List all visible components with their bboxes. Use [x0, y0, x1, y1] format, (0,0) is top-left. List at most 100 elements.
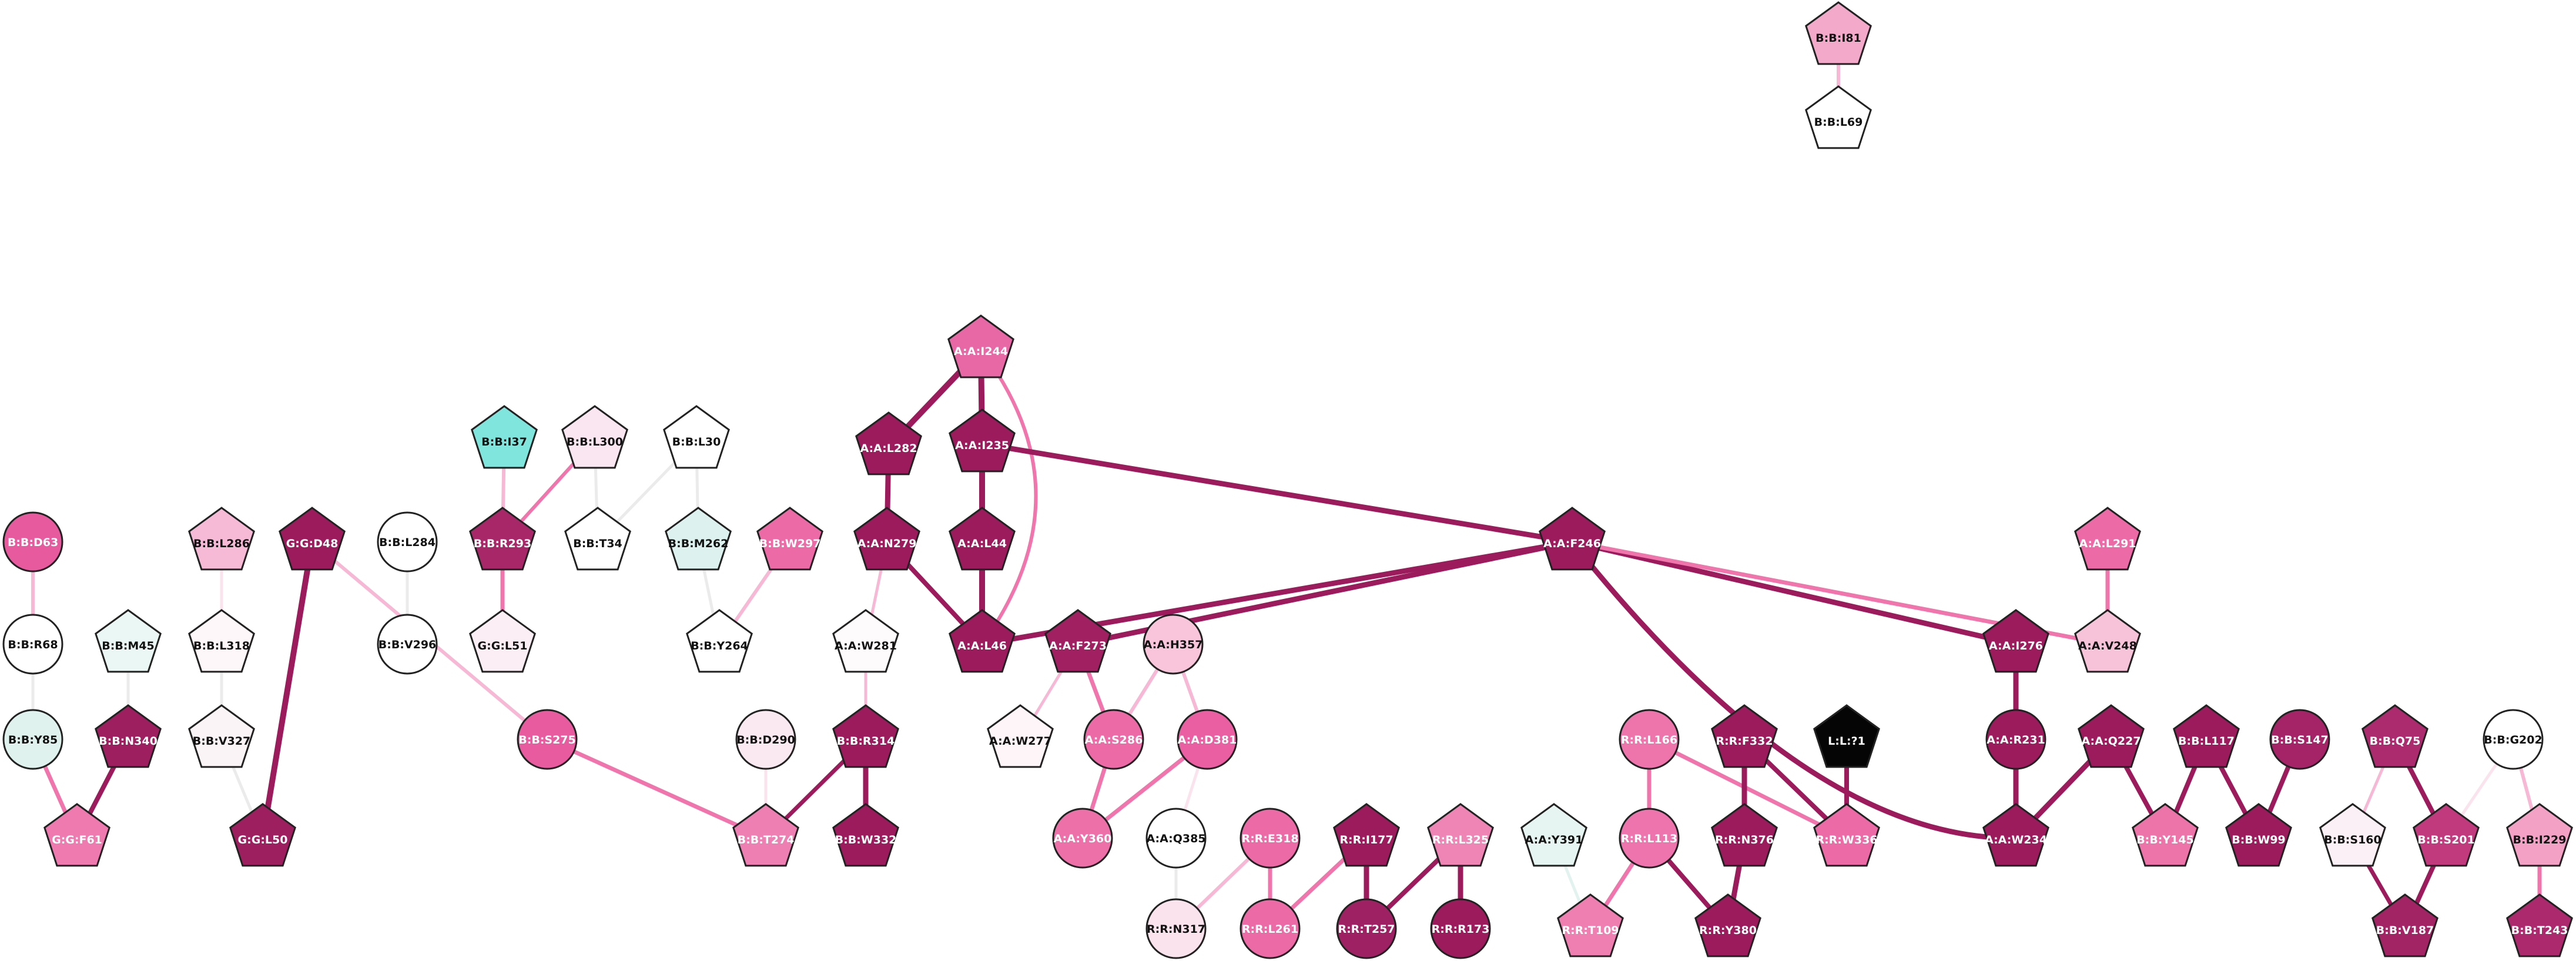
pentagon-node-shape: [469, 609, 536, 673]
node-b-b-l300[interactable]: B:B:L300: [561, 405, 628, 469]
pentagon-node-shape: [471, 405, 538, 469]
node-r-r-l261[interactable]: R:R:L261: [1240, 898, 1301, 959]
edge-r-r-l166--r-r-w336: [1647, 737, 1849, 841]
node-b-b-l117[interactable]: B:B:L117: [2173, 704, 2240, 768]
pentagon-node-shape: [663, 405, 730, 469]
node-b-b-s160[interactable]: B:B:S160: [2319, 803, 2386, 867]
pentagon-node-shape: [2225, 803, 2292, 867]
node-a-a-w277[interactable]: A:A:W277: [987, 704, 1054, 768]
node-r-r-t109[interactable]: R:R:T109: [1557, 893, 1624, 957]
node-a-a-i276[interactable]: A:A:I276: [1982, 609, 2049, 673]
node-b-b-l69[interactable]: B:B:L69: [1805, 85, 1872, 149]
circle-node-shape: [1619, 808, 1680, 869]
node-a-a-y360[interactable]: A:A:Y360: [1052, 808, 1113, 869]
node-b-b-w297[interactable]: B:B:W297: [756, 507, 823, 571]
node-a-a-i244[interactable]: A:A:I244: [947, 314, 1014, 379]
node-b-b-q75[interactable]: B:B:Q75: [2361, 704, 2428, 768]
node-a-a-i235[interactable]: A:A:I235: [949, 408, 1016, 473]
node-b-b-d290[interactable]: B:B:D290: [735, 709, 796, 770]
node-a-a-l291[interactable]: A:A:L291: [2074, 507, 2141, 571]
node-b-b-d63[interactable]: B:B:D63: [2, 511, 63, 572]
pentagon-node-shape: [756, 507, 823, 571]
node-g-g-l51[interactable]: G:G:L51: [469, 609, 536, 673]
node-b-b-s147[interactable]: B:B:S147: [2269, 709, 2330, 770]
circle-node-shape: [2, 709, 63, 770]
node-a-a-q385[interactable]: A:A:Q385: [1145, 808, 1207, 869]
node-b-b-w332[interactable]: B:B:W332: [832, 803, 899, 867]
node-b-b-n340[interactable]: B:B:N340: [95, 704, 162, 768]
circle-node-shape: [1052, 808, 1113, 869]
node-b-b-g202[interactable]: B:B:G202: [2483, 709, 2544, 770]
node-r-r-l325[interactable]: R:R:L325: [1427, 803, 1494, 867]
node-g-g-f61[interactable]: G:G:F61: [43, 803, 110, 867]
node-b-b-y85[interactable]: B:B:Y85: [2, 709, 63, 770]
node-l-l-1[interactable]: L:L:?1: [1813, 704, 1880, 768]
node-b-b-w99[interactable]: B:B:W99: [2225, 803, 2292, 867]
node-g-g-d48[interactable]: G:G:D48: [279, 507, 346, 571]
node-b-b-y145[interactable]: B:B:Y145: [2132, 803, 2199, 867]
node-b-b-r68[interactable]: B:B:R68: [2, 614, 63, 675]
circle-node-shape: [2269, 709, 2330, 770]
node-a-a-y391[interactable]: A:A:Y391: [1520, 803, 1587, 867]
pentagon-node-shape: [188, 609, 255, 673]
node-b-b-l286[interactable]: B:B:L286: [188, 507, 255, 571]
node-a-a-h357[interactable]: A:A:H357: [1143, 614, 1204, 675]
pentagon-node-shape: [2371, 893, 2438, 957]
node-r-r-r173[interactable]: R:R:R173: [1430, 898, 1491, 959]
node-a-a-n279[interactable]: A:A:N279: [853, 507, 920, 571]
pentagon-node-shape: [2506, 893, 2573, 957]
pentagon-node-shape: [2132, 803, 2199, 867]
node-b-b-i229[interactable]: B:B:I229: [2506, 803, 2573, 867]
pentagon-node-shape: [2319, 803, 2386, 867]
node-b-b-m45[interactable]: B:B:M45: [95, 609, 162, 673]
node-b-b-l30[interactable]: B:B:L30: [663, 405, 730, 469]
pentagon-node-shape: [949, 609, 1016, 673]
circle-node-shape: [1143, 614, 1204, 675]
node-r-r-e318[interactable]: R:R:E318: [1240, 808, 1301, 869]
pentagon-node-shape: [95, 704, 162, 768]
node-r-r-i177[interactable]: R:R:I177: [1333, 803, 1400, 867]
node-b-b-m262[interactable]: B:B:M262: [665, 507, 732, 571]
circle-node-shape: [1177, 709, 1238, 770]
pentagon-node-shape: [855, 411, 922, 476]
node-a-a-q227[interactable]: A:A:Q227: [2078, 704, 2145, 768]
circle-node-shape: [2, 511, 63, 572]
node-r-r-n376[interactable]: R:R:N376: [1711, 803, 1778, 867]
pentagon-node-shape: [665, 507, 732, 571]
node-r-r-n317[interactable]: R:R:N317: [1145, 898, 1207, 959]
node-b-b-v327[interactable]: B:B:V327: [188, 704, 255, 768]
node-g-g-l50[interactable]: G:G:L50: [229, 803, 296, 867]
node-a-a-f273[interactable]: A:A:F273: [1044, 609, 1111, 673]
node-b-b-l284[interactable]: B:B:L284: [377, 511, 438, 572]
node-r-r-l166[interactable]: R:R:L166: [1619, 709, 1680, 770]
node-a-a-r231[interactable]: A:A:R231: [1985, 709, 2046, 770]
node-a-a-v248[interactable]: A:A:V248: [2074, 609, 2141, 673]
node-b-b-i37[interactable]: B:B:I37: [471, 405, 538, 469]
node-a-a-l44[interactable]: A:A:L44: [949, 507, 1016, 571]
node-r-r-l113[interactable]: R:R:L113: [1619, 808, 1680, 869]
node-a-a-s286[interactable]: A:A:S286: [1083, 709, 1144, 770]
pentagon-node-shape: [832, 609, 899, 673]
pentagon-node-shape: [947, 314, 1014, 379]
node-a-a-f246[interactable]: A:A:F246: [1539, 507, 1606, 571]
node-b-b-s201[interactable]: B:B:S201: [2413, 803, 2480, 867]
node-b-b-l318[interactable]: B:B:L318: [188, 609, 255, 673]
circle-node-shape: [1145, 808, 1207, 869]
pentagon-node-shape: [1982, 609, 2049, 673]
node-b-b-r314[interactable]: B:B:R314: [832, 704, 899, 768]
node-a-a-w281[interactable]: A:A:W281: [832, 609, 899, 673]
pentagon-node-shape: [853, 507, 920, 571]
node-b-b-t243[interactable]: B:B:T243: [2506, 893, 2573, 957]
node-b-b-y264[interactable]: B:B:Y264: [686, 609, 753, 673]
node-b-b-v296[interactable]: B:B:V296: [377, 614, 438, 675]
node-r-r-t257[interactable]: R:R:T257: [1336, 898, 1397, 959]
pentagon-node-shape: [1813, 803, 1880, 867]
node-b-b-i81[interactable]: B:B:I81: [1805, 1, 1872, 65]
pentagon-node-shape: [1982, 803, 2049, 867]
node-b-b-v187[interactable]: B:B:V187: [2371, 893, 2438, 957]
node-b-b-s275[interactable]: B:B:S275: [517, 709, 578, 770]
node-r-r-f332[interactable]: R:R:F332: [1711, 704, 1778, 768]
pentagon-node-shape: [469, 507, 536, 571]
node-a-a-d381[interactable]: A:A:D381: [1177, 709, 1238, 770]
